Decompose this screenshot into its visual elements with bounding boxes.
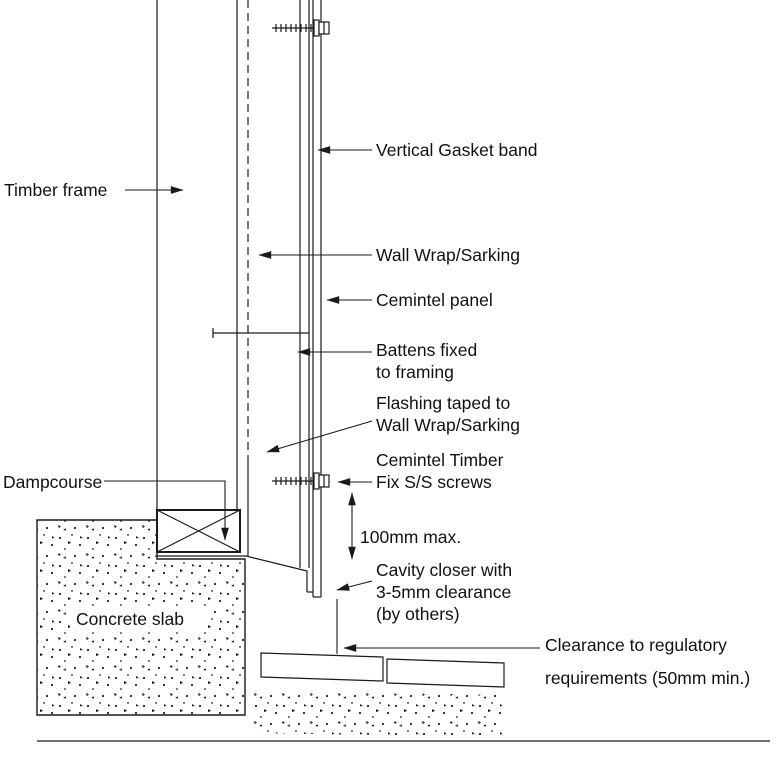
timber-frame-lines (156, 0, 238, 510)
label-flashing-line2: Wall Wrap/Sarking (376, 415, 520, 435)
cemintel-panel-lines (312, 0, 322, 598)
leader-flashing (266, 420, 373, 453)
ground-fill (251, 691, 504, 737)
label-flashing-line1: Flashing taped to (376, 393, 510, 413)
concrete-slab-label-backing (70, 606, 206, 632)
batten-fixing (212, 328, 309, 338)
label-wall-wrap-sarking: Wall Wrap/Sarking (376, 245, 520, 265)
label-vertical-gasket-band: Vertical Gasket band (376, 140, 537, 160)
screw-top (272, 19, 330, 37)
flashing-dampcourse-lines (155, 555, 313, 593)
label-cemintel-panel: Cemintel panel (376, 290, 493, 310)
label-screws-line2: Fix S/S screws (376, 472, 492, 492)
label-dim-100mm: 100mm max. (360, 527, 461, 547)
label-clearance-line2: requirements (50mm min.) (545, 668, 750, 688)
bottom-plate (156, 509, 241, 553)
label-dampcourse: Dampcourse (3, 472, 102, 492)
label-screws-line1: Cemintel Timber (376, 450, 504, 470)
label-clearance-line1: Clearance to regulatory (545, 635, 727, 655)
label-cavity-line3: (by others) (376, 604, 460, 624)
leader-lines (104, 146, 540, 652)
screw-mid (272, 472, 330, 490)
label-battens-line2: to framing (376, 362, 454, 382)
label-timber-frame: Timber frame (4, 180, 107, 200)
leader-cavity-closer (336, 580, 373, 591)
label-concrete-slab: Concrete slab (76, 609, 184, 629)
leader-dampcourse (104, 480, 229, 541)
paving-slabs (260, 652, 505, 688)
label-battens-line1: Battens fixed (376, 340, 477, 360)
label-cavity-line2: 3-5mm clearance (376, 582, 511, 602)
batten-lines (299, 0, 310, 568)
label-cavity-line1: Cavity closer with (376, 560, 512, 580)
